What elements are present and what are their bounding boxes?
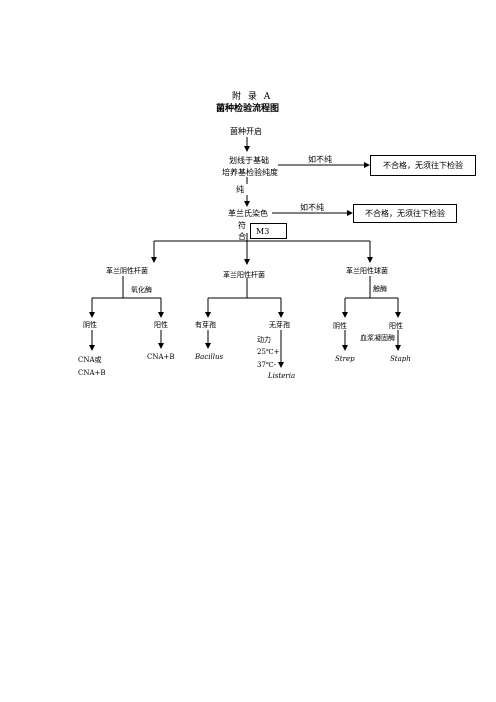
gpos-cocci-positive: 阳性 (389, 322, 403, 330)
step-conform-1: 符 (238, 221, 246, 230)
step-pure: 纯 (236, 185, 244, 194)
gpos-rod-result-spore: Bacillus (195, 353, 224, 361)
gneg-rod-result-neg-1: CNA或 (78, 356, 102, 364)
gneg-rod-result-neg-2: CNA+B (78, 369, 106, 377)
reject-box-1: 不合格，无须往下检验 (370, 155, 476, 176)
gpos-cocci-coagulase: 血浆凝固酶 (360, 334, 395, 342)
step-open: 菌种开启 (230, 127, 262, 136)
gneg-rod-label: 革兰阴性杆菌 (106, 267, 148, 275)
gneg-rod-negative: 阴性 (83, 321, 97, 329)
gneg-rod-result-pos: CNA+B (147, 353, 175, 361)
impure-label-2: 如不纯 (300, 203, 324, 212)
appendix-label: 附 录 A (232, 92, 273, 102)
gpos-cocci-result-neg: Strep (335, 355, 355, 363)
gpos-rod-result-no-spore: Listeria (268, 372, 296, 380)
gneg-rod-positive: 阳性 (154, 321, 168, 329)
step-streak-line2: 培养基检验纯度 (222, 168, 278, 177)
impure-label-1: 如不纯 (308, 155, 332, 164)
step-gram-stain: 革兰氏染色 (228, 209, 268, 218)
gpos-cocci-negative: 阴性 (333, 322, 347, 330)
gpos-rod-motility: 动力 (257, 336, 271, 344)
step-conform-2: 合 (238, 232, 246, 241)
gpos-rod-temp-25: 25℃+ (257, 348, 280, 356)
diagram-title: 菌种检验流程图 (216, 104, 280, 114)
gpos-cocci-result-pos: Staph (390, 355, 411, 363)
gpos-cocci-test: 触酶 (373, 285, 387, 293)
reject-box-2: 不合格，无须往下检验 (353, 204, 457, 223)
m3-box: M3 (250, 223, 287, 239)
step-streak-line1: 划线于基础 (229, 156, 269, 165)
gpos-cocci-label: 革兰阳性球菌 (346, 267, 388, 275)
gpos-rod-label: 革兰阳性杆菌 (223, 271, 265, 279)
gpos-rod-spore: 有芽孢 (195, 321, 216, 329)
gneg-rod-test: 氧化酶 (131, 286, 152, 294)
gpos-rod-no-spore: 无芽孢 (269, 321, 290, 329)
gpos-rod-temp-37: 37℃- (257, 361, 277, 369)
